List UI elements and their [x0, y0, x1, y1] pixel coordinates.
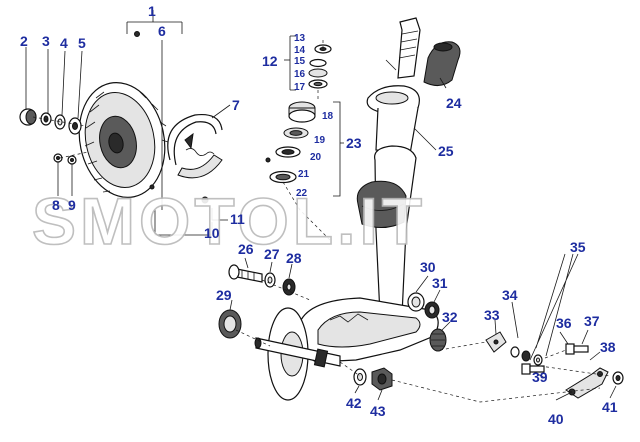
washer-parts	[40, 112, 82, 135]
site-watermark: SMOTOL.IT	[32, 184, 426, 258]
callout-5: 5	[78, 35, 86, 51]
callout-32: 32	[442, 309, 458, 325]
callout-43: 43	[370, 403, 386, 419]
callout-37: 37	[584, 313, 600, 329]
callout-26: 26	[238, 241, 254, 257]
fork-leg-part	[356, 145, 417, 316]
callout-9: 9	[68, 197, 76, 213]
callout-38: 38	[600, 339, 616, 355]
link-pin-part	[521, 363, 545, 375]
link-nut-part	[612, 371, 624, 385]
callout-31: 31	[432, 275, 448, 291]
brake-shoes-part	[167, 113, 223, 179]
steering-stem-part	[366, 17, 421, 155]
callout-27: 27	[264, 246, 280, 262]
brake-lever-part	[565, 367, 609, 399]
callout-16: 16	[294, 69, 306, 80]
callout-17: 17	[294, 82, 306, 93]
small-nut-parts	[53, 153, 77, 165]
callout-42: 42	[346, 395, 362, 411]
callout-12: 12	[262, 53, 278, 69]
callout-4: 4	[60, 35, 68, 51]
callout-14: 14	[294, 45, 306, 56]
callout-labels: 1 2 3 4 5 6 7 8 9 10 11 12 13 14 15 16 1…	[20, 3, 618, 427]
callout-34: 34	[502, 287, 518, 303]
callout-40: 40	[548, 411, 564, 427]
callout-28: 28	[286, 250, 302, 266]
bearing-cone-stack	[265, 101, 316, 184]
callout-33: 33	[484, 307, 500, 323]
callout-19: 19	[314, 135, 326, 146]
callout-11: 11	[230, 211, 245, 227]
wheel-hub-part	[254, 307, 341, 401]
callout-41: 41	[602, 399, 618, 415]
assembly-guide-lines	[32, 40, 611, 403]
oil-seal-part	[218, 309, 242, 339]
hub-cap-part	[19, 108, 37, 126]
callout-36: 36	[556, 315, 572, 331]
link-plate-part	[485, 331, 507, 353]
brake-drum-group	[19, 10, 231, 236]
callout-21: 21	[298, 169, 310, 180]
callout-1: 1	[148, 3, 156, 19]
callout-3: 3	[42, 33, 50, 49]
spacer-rings	[407, 292, 447, 352]
fork-assembly	[254, 17, 461, 401]
callout-23: 23	[346, 135, 362, 151]
callout-24: 24	[446, 95, 462, 111]
bearing-race-stack	[308, 44, 332, 89]
callout-10: 10	[204, 225, 220, 241]
callout-8: 8	[52, 197, 60, 213]
callout-6: 6	[158, 23, 166, 39]
callout-22: 22	[296, 188, 308, 199]
callout-20: 20	[310, 152, 322, 163]
callout-18: 18	[322, 111, 334, 122]
link-bolt-part	[565, 343, 589, 355]
mount-bolt-part	[228, 264, 263, 283]
pivot-pin-parts	[134, 31, 209, 204]
callout-35: 35	[570, 239, 586, 255]
callout-7: 7	[232, 97, 240, 113]
callout-2: 2	[20, 33, 28, 49]
fork-boot-part	[423, 41, 461, 86]
callout-39: 39	[532, 369, 548, 385]
callout-25: 25	[438, 143, 454, 159]
callout-29: 29	[216, 287, 232, 303]
shock-mount-hardware	[218, 257, 451, 352]
callout-30: 30	[420, 259, 436, 275]
axle-nut-parts	[353, 367, 393, 401]
callout-15: 15	[294, 56, 306, 67]
link-washers	[510, 346, 543, 366]
brake-linkage-group	[485, 253, 624, 401]
callout-13: 13	[294, 33, 306, 44]
brake-drum	[78, 81, 169, 199]
